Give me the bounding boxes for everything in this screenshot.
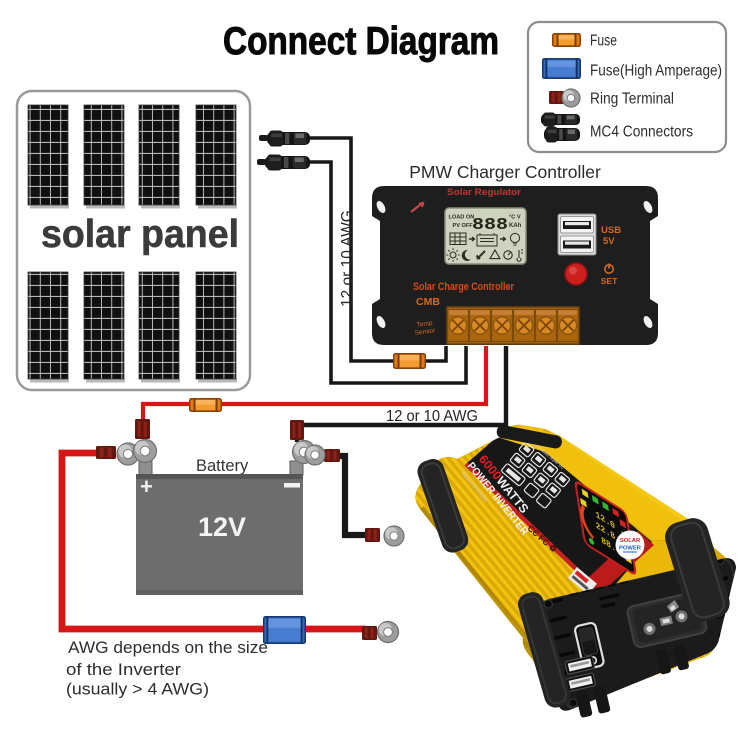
svg-text:5V: 5V (603, 236, 615, 247)
svg-text:SET: SET (601, 276, 618, 286)
svg-text:Fuse(High Amperage): Fuse(High Amperage) (590, 63, 722, 80)
svg-text:of the Inverter: of the Inverter (66, 661, 182, 679)
svg-text:Ring Terminal: Ring Terminal (590, 91, 674, 108)
svg-text:Connect Diagram: Connect Diagram (223, 20, 499, 63)
svg-text:LOAD ON: LOAD ON (449, 215, 475, 221)
svg-text:888: 888 (472, 216, 508, 235)
svg-text:12 or 10 AWG: 12 or 10 AWG (386, 408, 478, 425)
svg-text:(usually > 4 AWG): (usually > 4 AWG) (66, 681, 209, 699)
svg-text:CMB: CMB (416, 296, 440, 308)
svg-text:12V: 12V (198, 512, 246, 542)
svg-text:Fuse: Fuse (590, 33, 617, 50)
svg-text:SOLAR: SOLAR (620, 538, 641, 544)
svg-text:KAh: KAh (509, 223, 522, 229)
svg-text:AWG depends on the size: AWG depends on the size (68, 639, 268, 657)
svg-text:Battery: Battery (196, 457, 249, 475)
svg-text:Solar Regulator: Solar Regulator (447, 187, 521, 198)
svg-text:Sensor: Sensor (414, 327, 436, 337)
svg-text:PMW Charger Controller: PMW Charger Controller (409, 162, 601, 182)
svg-text:POWER: POWER (619, 546, 642, 552)
svg-text:USB: USB (601, 225, 621, 236)
svg-text:°C V: °C V (509, 215, 521, 221)
svg-text:Temp: Temp (416, 320, 433, 329)
svg-text:12 or 10 AWG: 12 or 10 AWG (339, 210, 356, 307)
svg-text:+: + (140, 474, 153, 499)
svg-text:solar panel: solar panel (41, 213, 239, 256)
svg-text:MC4 Connectors: MC4 Connectors (590, 124, 693, 141)
svg-text:PV OFF: PV OFF (453, 223, 474, 229)
svg-text:Solar Charge Controller: Solar Charge Controller (413, 281, 515, 293)
